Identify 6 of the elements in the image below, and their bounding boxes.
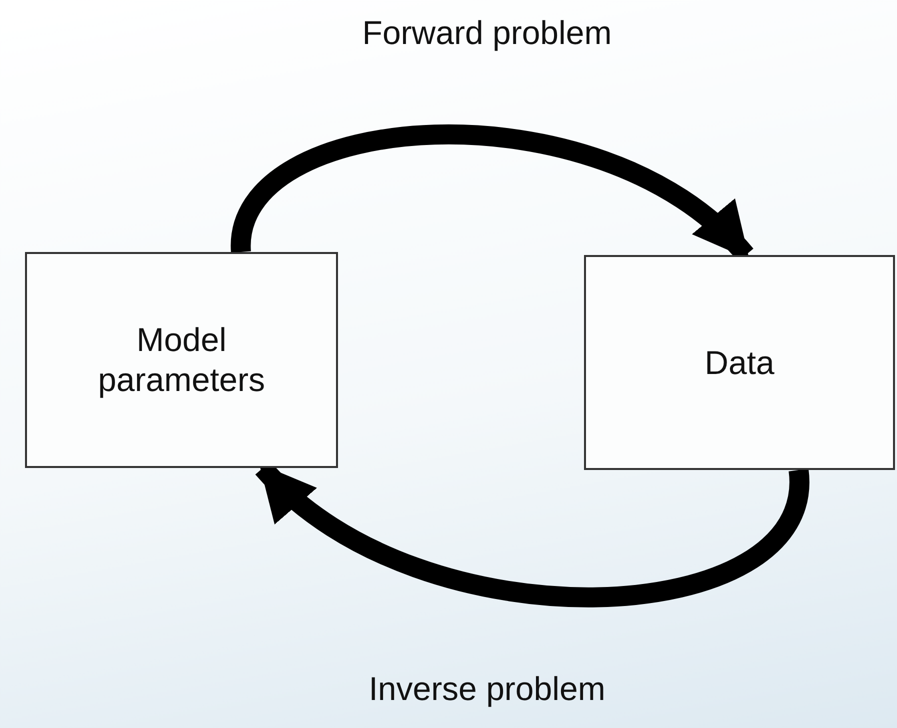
process-box xyxy=(25,252,338,468)
edge-label: Inverse problem xyxy=(368,670,606,708)
box-label: Data xyxy=(704,342,774,382)
box-label: Model parameters xyxy=(97,320,266,400)
process-box xyxy=(584,255,895,470)
edge-label: Forward problem xyxy=(362,14,612,52)
